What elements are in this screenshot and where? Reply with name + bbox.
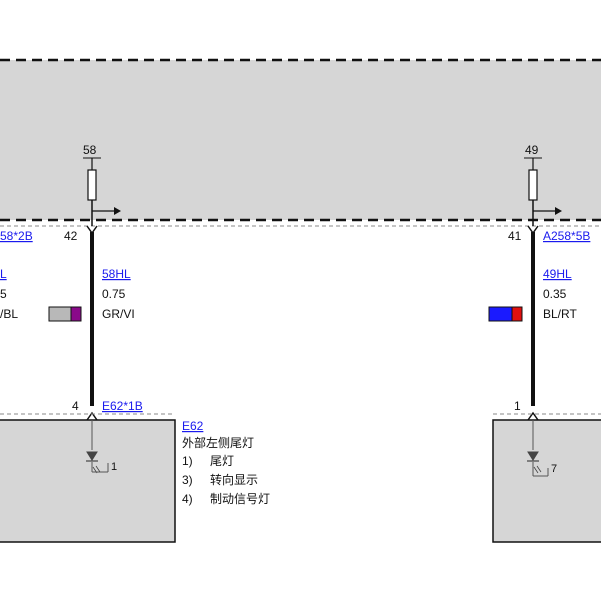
- left-bottom-pin-mark: [86, 411, 98, 421]
- right-bulb-number: 7: [551, 463, 557, 475]
- left-wire-color: GR/VI: [102, 307, 135, 321]
- left-fuse-number: 58: [83, 143, 97, 157]
- right-top-connector-link[interactable]: A258*5B: [543, 229, 590, 243]
- left-bulb-number: 1: [111, 461, 117, 473]
- right-fuse-number: 49: [525, 143, 539, 157]
- fuse-icon: [87, 169, 97, 201]
- function-1-no: 1): [182, 454, 193, 468]
- function-3-no: 3): [182, 473, 193, 487]
- component-name: 外部左侧尾灯: [182, 435, 254, 450]
- left-bottom-connector-link[interactable]: E62*1B: [102, 399, 143, 413]
- function-4-label: 制动信号灯: [210, 492, 270, 506]
- left-top-connector-link[interactable]: 58*2B: [0, 229, 33, 243]
- power-distribution-panel: [0, 60, 601, 220]
- component-box-right: [492, 419, 601, 543]
- left-edge-wire-gauge: 5: [0, 287, 7, 301]
- right-top-pin: 41: [508, 229, 522, 243]
- color-swatch-icon: [48, 306, 82, 322]
- left-edge-wire-id-link[interactable]: L: [0, 267, 7, 281]
- color-swatch-icon: [488, 306, 523, 322]
- left-wire-id-link[interactable]: 58HL: [102, 267, 131, 281]
- right-wire-id-link[interactable]: 49HL: [543, 267, 572, 281]
- component-code-link[interactable]: E62: [182, 419, 204, 433]
- fuse-icon: [528, 169, 538, 201]
- left-edge-wire-color: /BL: [0, 307, 18, 321]
- arrow-right-icon: [114, 207, 121, 215]
- right-wire-color: BL/RT: [543, 307, 577, 321]
- bulb-icon: [527, 451, 542, 474]
- left-top-pin: 42: [64, 229, 78, 243]
- function-1-label: 尾灯: [210, 454, 234, 468]
- arrow-right-icon: [555, 207, 562, 215]
- bulb-icon: [86, 451, 101, 474]
- left-wire-gauge: 0.75: [102, 287, 126, 301]
- left-top-pin-mark: [86, 225, 98, 235]
- function-3-label: 转向显示: [210, 472, 258, 487]
- function-4-no: 4): [182, 492, 193, 506]
- component-box-e62: [0, 419, 176, 543]
- right-wire-gauge: 0.35: [543, 287, 567, 301]
- left-bottom-pin: 4: [72, 399, 79, 413]
- right-bottom-pin-mark: [527, 411, 539, 421]
- right-bottom-pin: 1: [514, 399, 521, 413]
- right-top-pin-mark: [527, 225, 539, 235]
